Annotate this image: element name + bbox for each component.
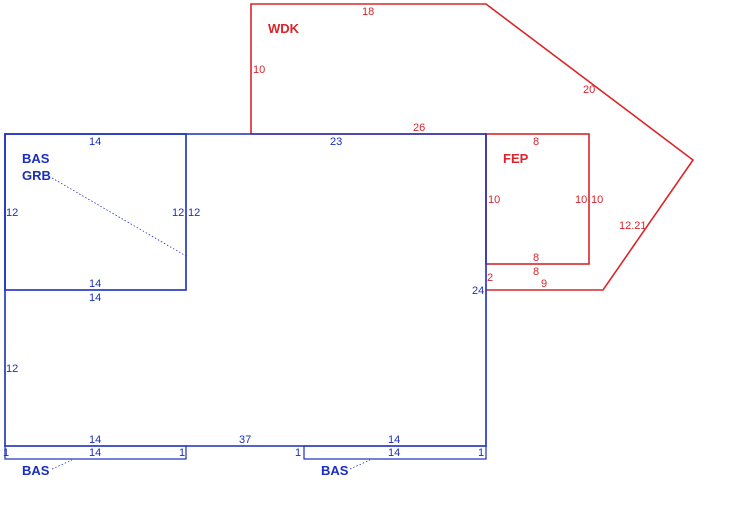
dim-wdk-top: 18 xyxy=(362,6,374,18)
dim-fep-left: 10 xyxy=(488,194,500,206)
bas-room-outline xyxy=(4,133,187,291)
dim-wdk-right-bottom: 9 xyxy=(541,278,547,290)
fep-outline xyxy=(485,133,590,265)
bas-main-label: BAS xyxy=(22,151,50,166)
dim-fep-bottom: 8 xyxy=(533,252,539,264)
dim-house-bottom: 37 xyxy=(239,434,251,446)
gar-overlay-label: GRB xyxy=(22,168,51,183)
dim-house-right: 24 xyxy=(472,285,484,297)
dim-bottom-left-bottom: 14 xyxy=(89,447,101,459)
dim-bas-right-inner: 12 xyxy=(172,207,184,219)
bottom-right-leader xyxy=(349,459,371,470)
dim-bottom-left-top: 14 xyxy=(89,434,101,446)
wdk-label: WDK xyxy=(268,21,300,36)
bas-bottom-left-label: BAS xyxy=(22,463,50,478)
dim-fep-right-inner: 10 xyxy=(575,194,587,206)
dim-wdk-bottom: 26 xyxy=(413,122,425,134)
dim-fep-right-outer: 10 xyxy=(591,194,603,206)
dim-bottom-right-side: 1 xyxy=(295,447,301,459)
bottom-left-leader xyxy=(51,459,73,470)
dim-bottom-left-side: 1 xyxy=(3,447,9,459)
dim-bas-top: 14 xyxy=(89,136,101,148)
dim-bas-left: 12 xyxy=(6,207,18,219)
dim-fep-bottom2: 8 xyxy=(533,266,539,278)
dim-fep-top: 8 xyxy=(533,136,539,148)
fep-label: FEP xyxy=(503,151,529,166)
dim-bottom-right-bottom: 14 xyxy=(388,447,400,459)
dim-wdk-diag-upper: 20 xyxy=(583,84,595,96)
dim-bas-bottom-below: 14 xyxy=(89,292,101,304)
dim-bottom-right-top: 14 xyxy=(388,434,400,446)
dim-house-top: 23 xyxy=(330,136,342,148)
dim-bas-right-outer: 12 xyxy=(188,207,200,219)
dim-fep-step: 2 xyxy=(487,272,493,284)
bottom-left-bas-outline xyxy=(4,445,187,460)
bas-bottom-right-label: BAS xyxy=(321,463,349,478)
dim-bottom-left-side2: 1 xyxy=(179,447,185,459)
dim-bottom-right-side2: 1 xyxy=(478,447,484,459)
dim-house-left-lower: 12 xyxy=(6,363,18,375)
dim-bas-bottom: 14 xyxy=(89,278,101,290)
gar-leader-line xyxy=(51,177,187,257)
bottom-right-bas-outline xyxy=(303,445,487,460)
dim-wdk-diag-lower: 12.21 xyxy=(619,220,647,232)
dim-wdk-left: 10 xyxy=(253,64,265,76)
wdk-outline xyxy=(250,3,695,291)
